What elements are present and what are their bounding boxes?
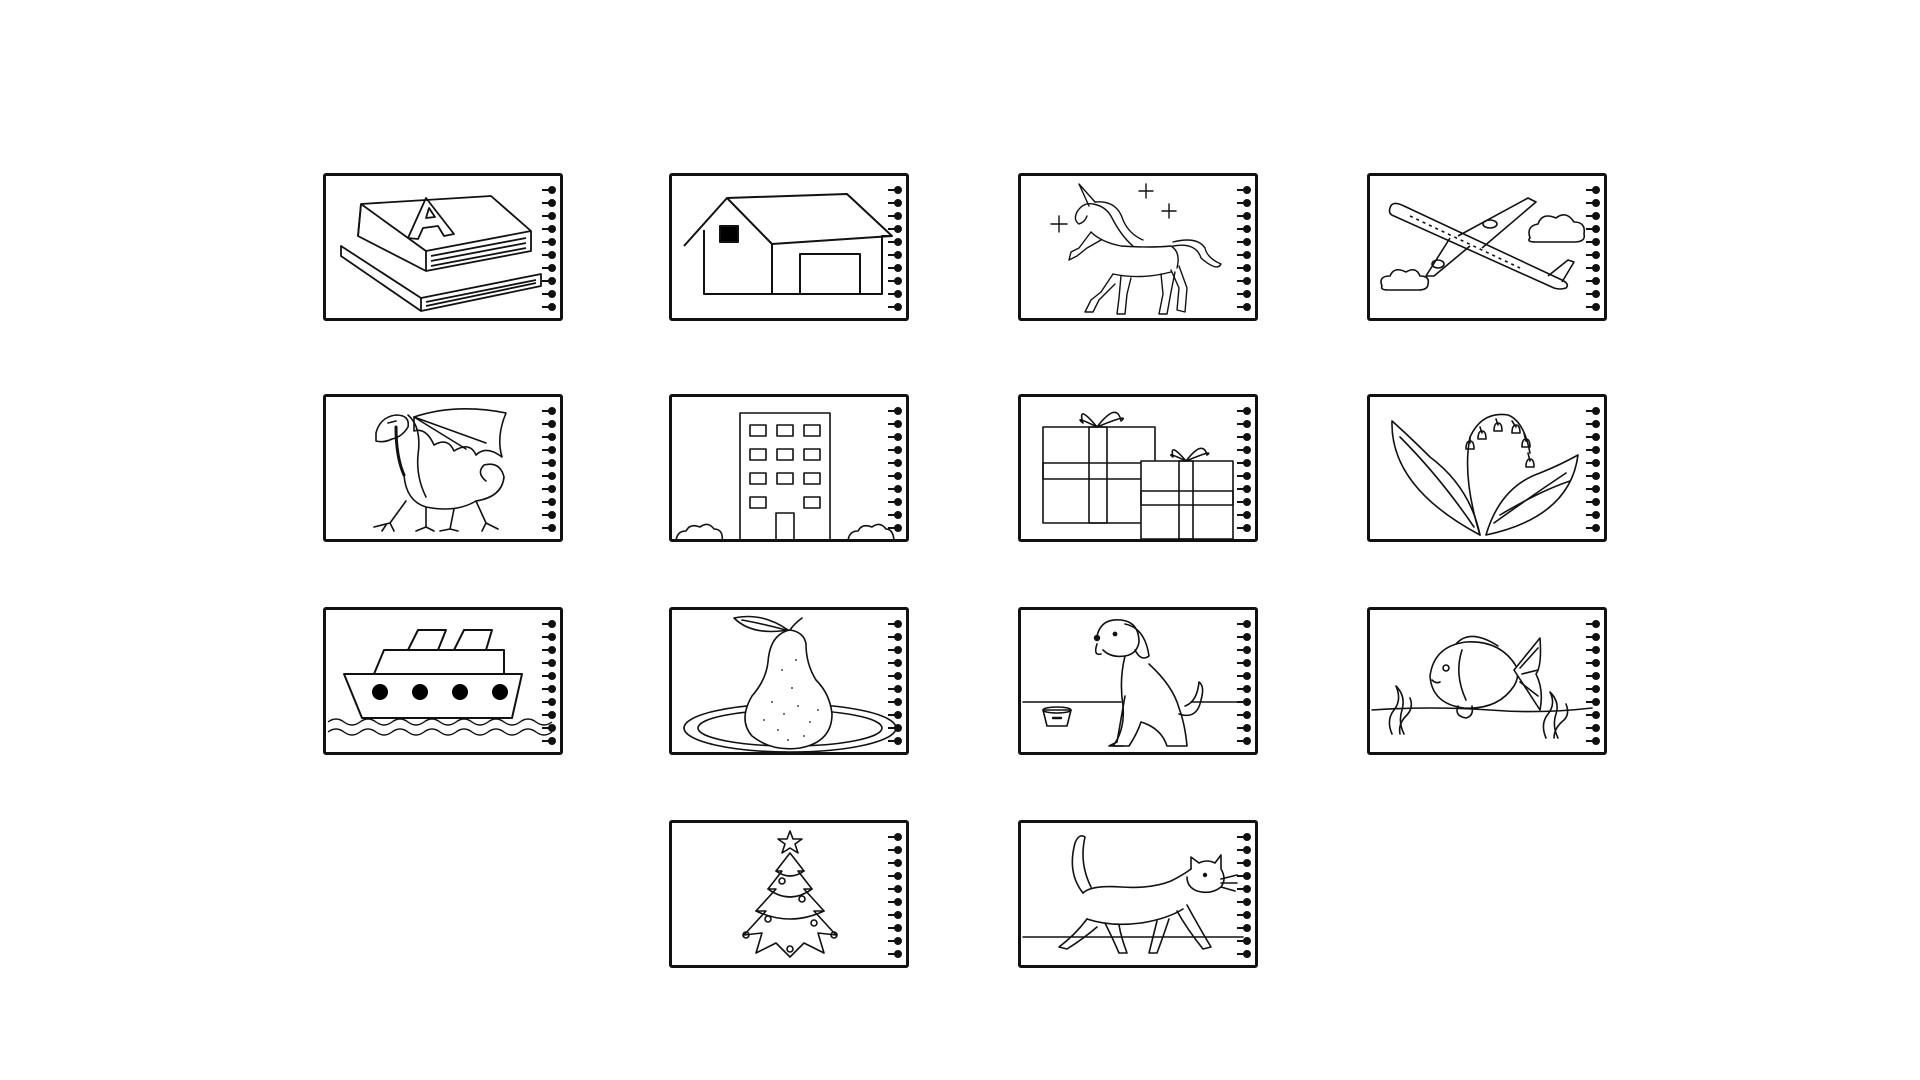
garage-icon [683,193,893,295]
dog-icon [1022,619,1244,747]
spiral-rings-icon [1586,186,1600,311]
dragon-icon [373,408,507,532]
spiral-rings-icon [1586,407,1600,532]
spiral-rings-icon [1237,186,1251,311]
spiral-rings-icon [1586,620,1600,745]
spiral-rings-icon [1237,833,1251,958]
card-lily[interactable] [1367,394,1607,542]
card-garage[interactable] [669,173,909,321]
christmas-tree-icon [742,830,838,958]
card-dragon[interactable] [323,394,563,542]
card-building[interactable] [669,394,909,542]
spiral-rings-icon [888,407,902,532]
spiral-rings-icon [888,186,902,311]
cat-icon [1022,835,1244,954]
card-pear[interactable] [669,607,909,755]
card-book[interactable] [323,173,563,321]
spiral-rings-icon [542,407,556,532]
spiral-rings-icon [1237,620,1251,745]
spiral-rings-icon [542,186,556,311]
gift-boxes-icon [1042,411,1234,539]
spiral-rings-icon [542,620,556,745]
card-fish[interactable] [1367,607,1607,755]
lily-of-the-valley-icon [1391,413,1579,536]
spiral-rings-icon [888,833,902,958]
book-letter-a-icon [340,195,542,312]
ship-icon [327,629,553,736]
airplane-icon [1380,197,1586,291]
fish-icon [1371,635,1593,739]
card-tree[interactable] [669,820,909,968]
card-cat[interactable] [1018,820,1258,968]
card-dog[interactable] [1018,607,1258,755]
unicorn-icon [1050,183,1222,315]
building-icon [675,412,895,539]
card-airplane[interactable] [1367,173,1607,321]
spiral-rings-icon [888,620,902,745]
pear-icon [683,615,897,752]
card-gifts[interactable] [1018,394,1258,542]
card-unicorn[interactable] [1018,173,1258,321]
card-ship[interactable] [323,607,563,755]
spiral-rings-icon [1237,407,1251,532]
